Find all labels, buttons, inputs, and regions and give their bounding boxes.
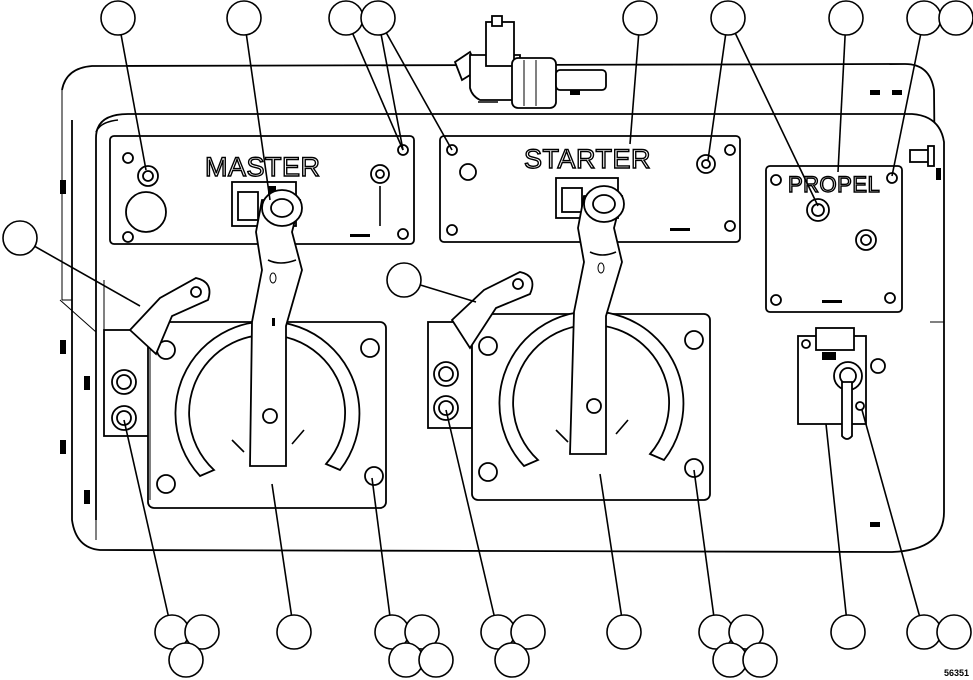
- callout-bubble: [2, 220, 38, 256]
- master-label: MASTER: [205, 152, 321, 182]
- callout-bubble: [360, 0, 396, 36]
- propel-switch-panel: PROPEL: [765, 165, 903, 313]
- callout-bubble: [418, 642, 454, 678]
- callout-leaders: [19, 17, 925, 633]
- callout-bubble: [622, 0, 658, 36]
- master-switch-panel: MASTER: [109, 135, 415, 245]
- callout-bubble: [728, 614, 764, 650]
- callout-bubble: [328, 0, 364, 36]
- callout-bubble: [388, 642, 424, 678]
- callout-bubble: [100, 0, 136, 36]
- right-lever-assembly: [427, 185, 711, 501]
- callout-bubble: [742, 642, 778, 678]
- callout-bubble: [276, 614, 312, 650]
- callout-bubble: [936, 614, 972, 650]
- figure-number: 56351: [943, 668, 969, 678]
- callout-bubble: [386, 262, 422, 298]
- callout-bubble: [828, 0, 864, 36]
- callout-bubble: [606, 614, 642, 650]
- callout-bubble: [404, 614, 440, 650]
- starter-label: STARTER: [524, 144, 651, 174]
- callout-bubble: [906, 0, 942, 36]
- starter-switch-panel: STARTER: [439, 135, 741, 243]
- ignition-switch-bracket: [797, 327, 886, 440]
- callout-bubble: [712, 642, 748, 678]
- callout-bubble: [938, 0, 973, 36]
- callout-bubble: [184, 614, 220, 650]
- callout-bubble: [494, 642, 530, 678]
- callout-bubble: [830, 614, 866, 650]
- electrical-connector: [453, 15, 607, 109]
- callout-bubble: [906, 614, 942, 650]
- propel-label: PROPEL: [788, 172, 880, 197]
- left-lever-assembly: [103, 189, 387, 509]
- callout-bubble: [226, 0, 262, 36]
- callout-bubble: [168, 642, 204, 678]
- callout-bubble: [710, 0, 746, 36]
- callout-bubble: [510, 614, 546, 650]
